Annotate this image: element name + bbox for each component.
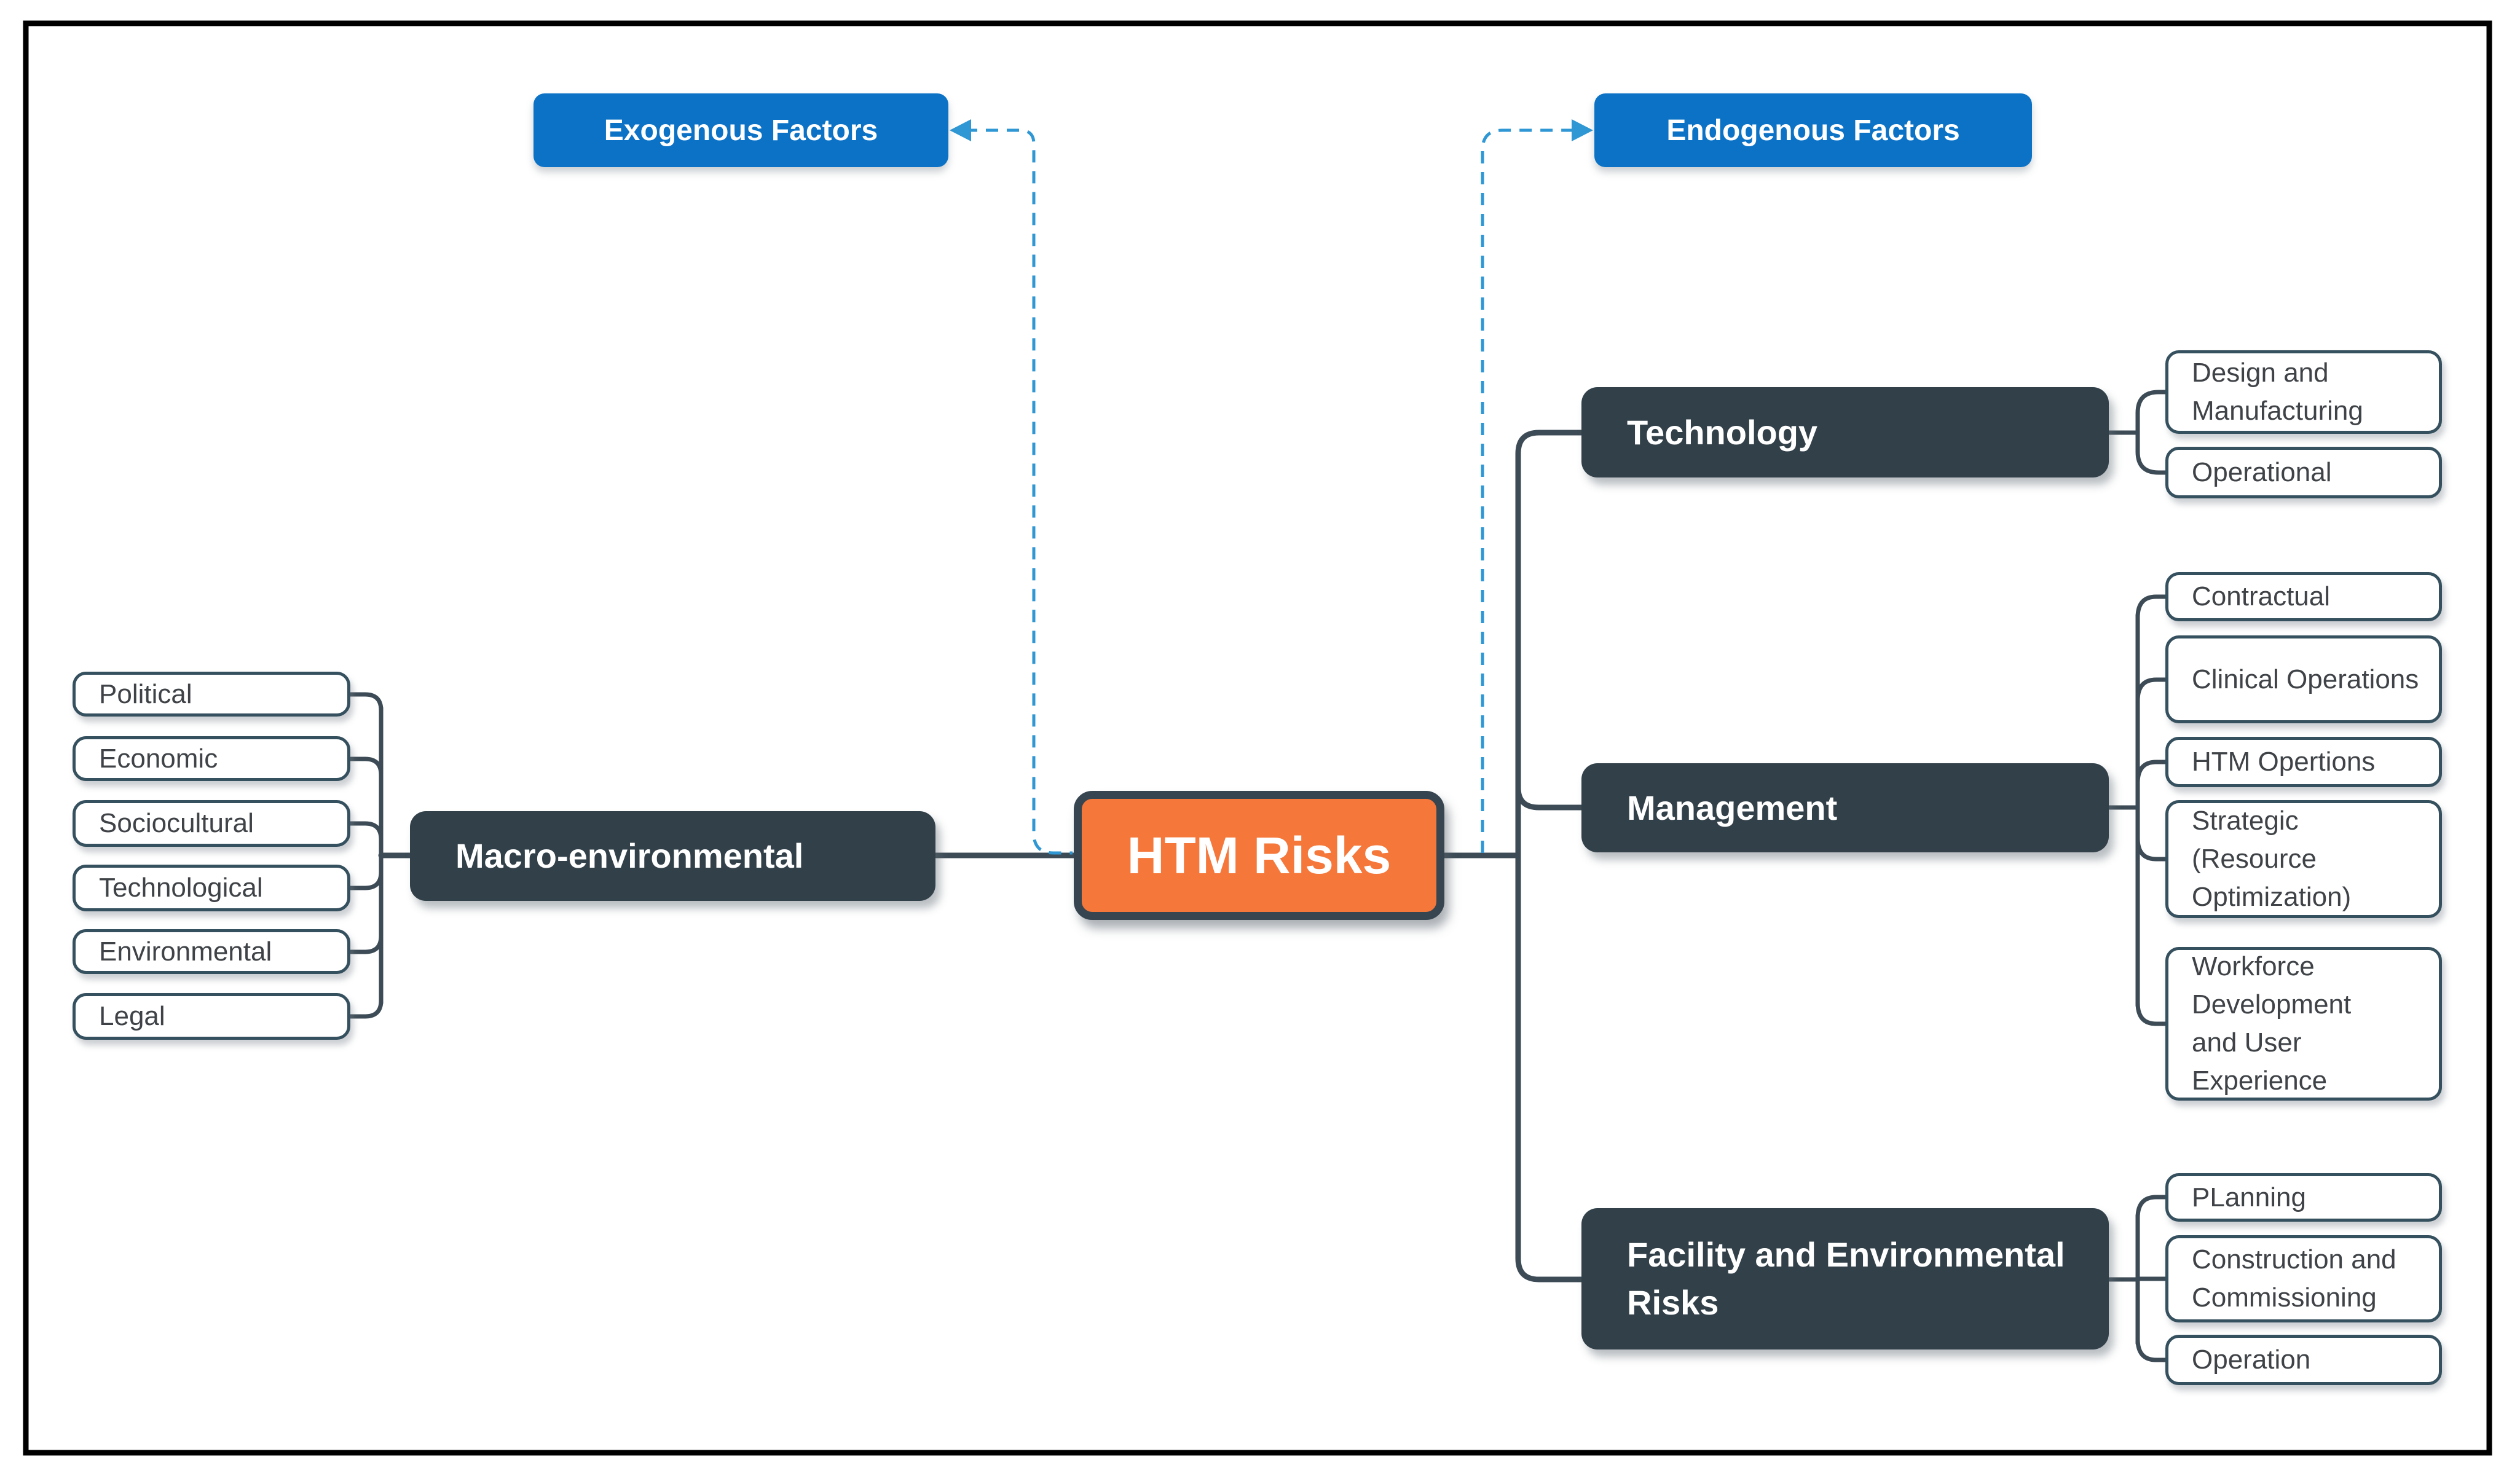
exogenous-factors-label: Exogenous Factors (604, 114, 878, 147)
connector-legal (348, 998, 384, 1019)
arrowhead-endogenous-icon (1572, 119, 1593, 141)
management-label: Management (1627, 788, 1838, 827)
node-clinical-operations: Clinical Operations (2165, 635, 2442, 723)
construction-and-commissioning-label: Construction and Commissioning (2192, 1244, 2396, 1313)
node-strategic-resource-optimization: Strategic (Resource Optimization) (2165, 800, 2442, 918)
clinical-operations-label: Clinical Operations (2192, 664, 2419, 694)
connector-technology-children (2135, 390, 2168, 475)
macro-environmental-label: Macro-environmental (455, 836, 804, 875)
connector-right-trunk (1515, 430, 1585, 1283)
connector-strategic (2135, 836, 2168, 862)
arrowhead-exogenous-icon (950, 119, 971, 141)
strategic-resource-optimization-label: Strategic (Resource Optimization) (2192, 806, 2352, 912)
node-htm-risks: HTM Risks (1074, 791, 1444, 920)
connector-political (348, 692, 384, 713)
node-design-and-manufacturing: Design and Manufacturing (2165, 350, 2442, 434)
technological-label: Technological (99, 873, 263, 903)
node-facility-environmental-risks: Facility and Environmental Risks (1581, 1208, 2109, 1349)
operation-label: Operation (2192, 1345, 2311, 1375)
legal-label: Legal (99, 1001, 165, 1031)
connector-workforce (2135, 1000, 2168, 1026)
node-endogenous-factors: Endogenous Factors (1594, 93, 2032, 167)
connector-economic (348, 756, 384, 777)
connector-contractual (2135, 594, 2168, 620)
page-border (23, 20, 2492, 1456)
connector-environmental (348, 933, 384, 954)
node-technological: Technological (73, 865, 350, 911)
dashed-link-exogenous (965, 128, 1073, 855)
node-management: Management (1581, 763, 2109, 852)
connector-sociocultural (348, 821, 384, 842)
node-legal: Legal (73, 993, 350, 1040)
connector-htm-opertions (2135, 760, 2168, 785)
node-environmental: Environmental (73, 929, 350, 974)
node-sociocultural: Sociocultural (73, 800, 350, 847)
design-and-manufacturing-label: Design and Manufacturing (2192, 358, 2363, 426)
connector-technological (348, 870, 384, 890)
node-operational: Operational (2165, 447, 2442, 498)
node-planning: PLanning (2165, 1173, 2442, 1222)
technology-label: Technology (1627, 412, 1818, 452)
endogenous-factors-label: Endogenous Factors (1666, 114, 1960, 147)
connector-clinical-operations (2135, 677, 2168, 703)
node-economic: Economic (73, 736, 350, 781)
contractual-label: Contractual (2192, 581, 2331, 611)
node-contractual: Contractual (2165, 572, 2442, 621)
node-exogenous-factors: Exogenous Factors (534, 93, 948, 167)
htm-risks-label: HTM Risks (1127, 826, 1392, 884)
workforce-development-label: Workforce Development and User Experienc… (2192, 951, 2352, 1096)
facility-environmental-risks-label: Facility and Environmental Risks (1627, 1235, 2065, 1322)
node-construction-and-commissioning: Construction and Commissioning (2165, 1235, 2442, 1322)
node-macro-environmental: Macro-environmental (410, 811, 935, 901)
sociocultural-label: Sociocultural (99, 808, 254, 838)
connector-operation (2135, 1337, 2168, 1362)
dashed-link-endogenous (1481, 128, 1573, 853)
economic-label: Economic (99, 743, 218, 774)
connector-management-branch (1515, 785, 1585, 811)
node-htm-opertions: HTM Opertions (2165, 737, 2442, 787)
node-operation: Operation (2165, 1335, 2442, 1385)
planning-label: PLanning (2192, 1182, 2306, 1212)
node-workforce-development: Workforce Development and User Experienc… (2165, 947, 2442, 1101)
node-technology: Technology (1581, 387, 2109, 477)
node-political: Political (73, 672, 350, 717)
operational-label: Operational (2192, 457, 2332, 487)
environmental-label: Environmental (99, 936, 272, 967)
connector-planning (2135, 1195, 2168, 1220)
political-label: Political (99, 678, 192, 709)
htm-opertions-label: HTM Opertions (2192, 747, 2376, 777)
